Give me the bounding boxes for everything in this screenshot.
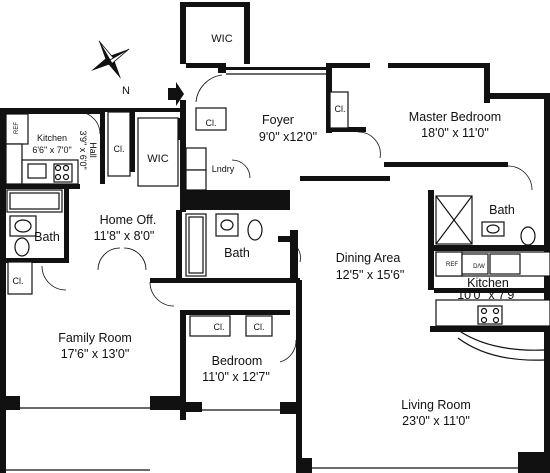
family-room-size: 17'6" x 13'0" (61, 347, 130, 361)
ref-main-label: REF (446, 262, 458, 268)
bath-master-label: Bath (489, 203, 515, 217)
wic-mid-label: WIC (147, 153, 168, 165)
master-bedroom-label: Master Bedroom (409, 110, 501, 124)
bath-center-label: Bath (224, 246, 250, 260)
kitchen-small-size: 6'6" x 7'0" (32, 145, 71, 155)
compass-north-label: N (122, 85, 130, 97)
fixtures-lines (0, 73, 550, 471)
wic-top-label: WIC (211, 33, 232, 45)
closet-family-label: Cl. (13, 276, 24, 286)
hall-label: Hall (88, 142, 98, 158)
family-room-label: Family Room (58, 331, 132, 345)
home-office-label: Home Off. (100, 213, 157, 227)
dishwasher-label: D/W (473, 264, 485, 270)
master-bedroom-size: 18'0" x 11'0" (421, 126, 489, 140)
doors (41, 74, 533, 363)
closet-hall-label: Cl. (114, 144, 125, 154)
foyer-size: 9'0" x12'0" (259, 130, 317, 144)
home-office-size: 11'8" x 8'0" (94, 229, 155, 243)
living-room-size: 23'0" x 11'0" (402, 414, 470, 428)
compass-icon (90, 40, 130, 80)
foyer-label: Foyer (262, 113, 294, 127)
living-room-label: Living Room (401, 398, 470, 412)
dining-area-size: 12'5" x 15'6" (336, 268, 405, 282)
closet-bedroom-2-label: Cl. (254, 322, 265, 332)
closet-bedroom-1-label: Cl. (214, 322, 225, 332)
bedroom-size: 11'0" x 12'7" (202, 370, 270, 384)
kitchen-main-label: Kitchen (467, 276, 509, 290)
ref-small-label: REF (14, 122, 20, 134)
kitchen-small-label: Kitchen (37, 133, 67, 143)
hall-size: 3'9" x 6'0" (78, 130, 88, 169)
closet-foyer-label: Cl. (206, 118, 217, 128)
bath-left-label: Bath (34, 230, 60, 244)
entry-arrow-icon (168, 82, 184, 106)
laundry-label: Lndry (212, 164, 235, 174)
bedroom-label: Bedroom (212, 354, 263, 368)
closet-master-label: Cl. (335, 104, 346, 114)
kitchen-main-size: 10'0" x 7'9" (457, 288, 519, 302)
dining-area-label: Dining Area (336, 251, 401, 265)
